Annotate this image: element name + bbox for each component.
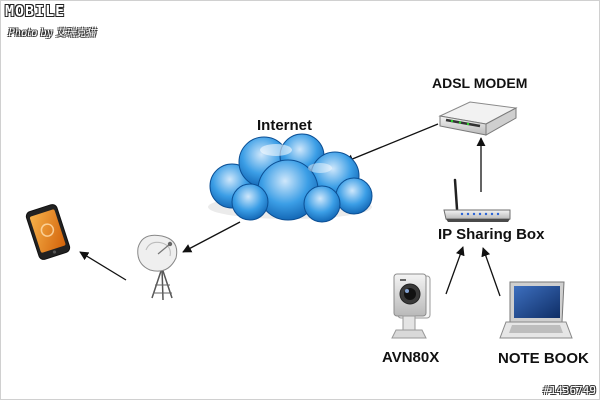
- arrow-camera-to-router: [445, 246, 465, 295]
- internet-label: Internet: [257, 117, 313, 134]
- smartphone-icon: [25, 204, 71, 260]
- ip-camera-icon: [391, 273, 431, 339]
- cloud-icon: [208, 133, 373, 223]
- camera-label: AVN80X: [382, 349, 440, 366]
- watermark: MOBILE Photo by 艾瑞克猫: [2, 2, 124, 42]
- modem-icon: [438, 101, 518, 136]
- arrow-modem-to-internet: [344, 123, 439, 164]
- watermark-brand: MOBILE: [5, 2, 66, 20]
- satellite-dish-icon: [137, 234, 178, 301]
- notebook-label: NOTE BOOK: [498, 350, 589, 367]
- arrow-internet-to-dish: [182, 221, 241, 253]
- watermark-credit: Photo by 艾瑞克猫: [8, 28, 96, 39]
- router-icon: [443, 178, 511, 222]
- laptop-icon: [499, 281, 573, 339]
- adsl-modem-label: ADSL MODEM: [432, 75, 528, 91]
- arrow-dish-to-phone: [79, 251, 127, 281]
- photo-id: #1436749: [543, 384, 596, 397]
- arrow-laptop-to-router: [481, 247, 501, 297]
- ip-sharing-box-label: IP Sharing Box: [438, 226, 545, 243]
